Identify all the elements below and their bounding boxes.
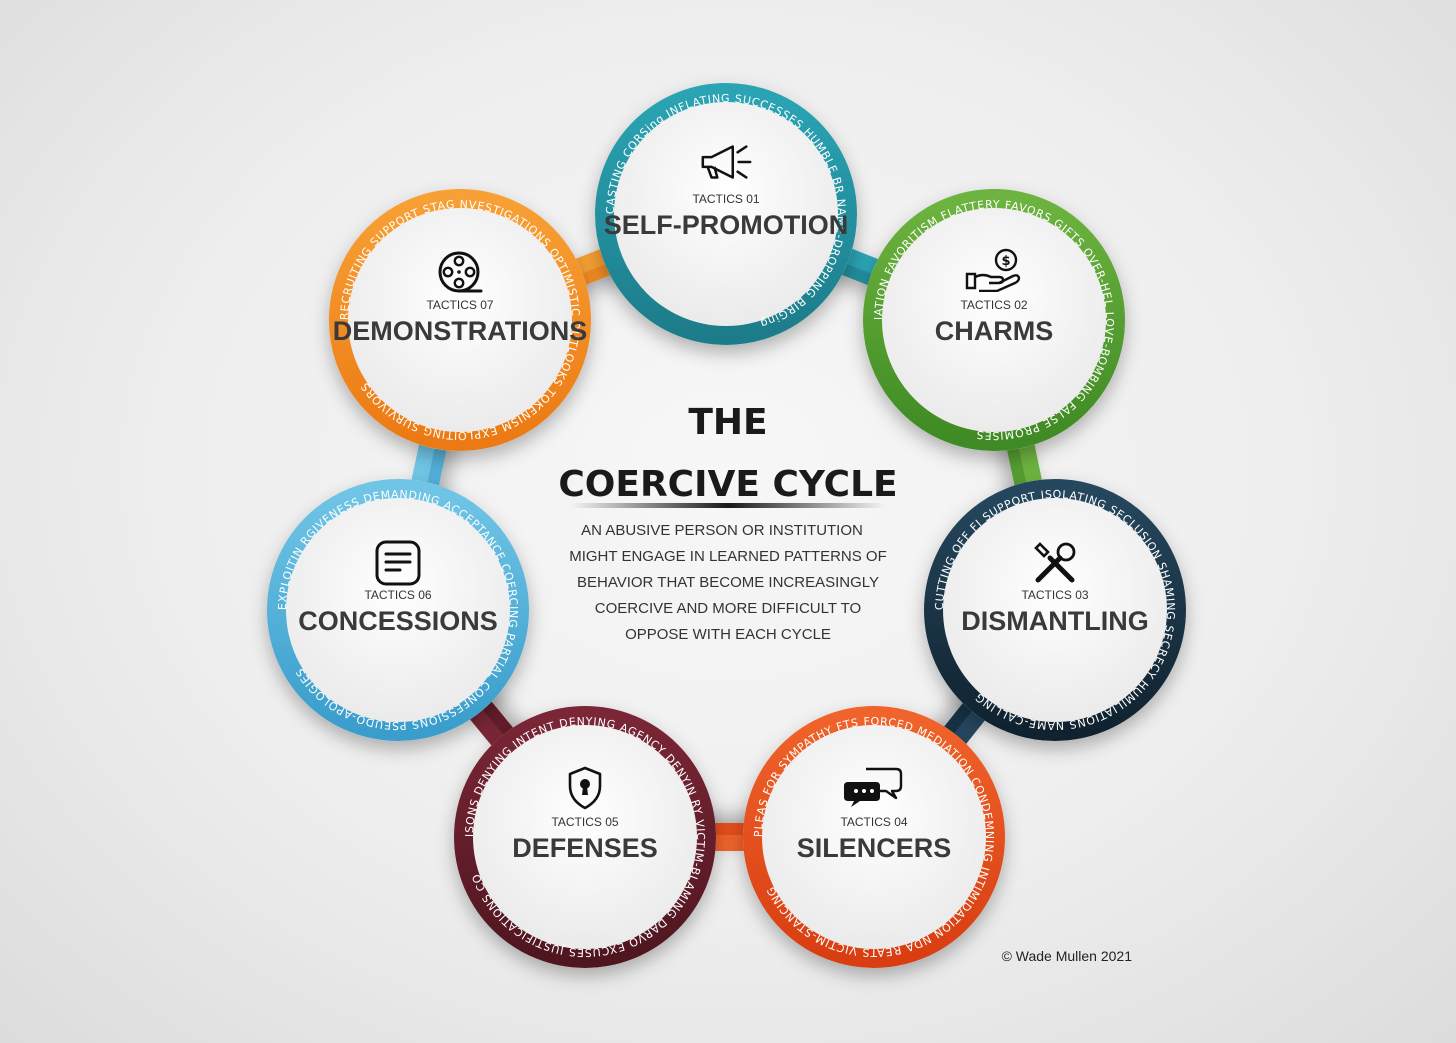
tactic-ring-6: EXPLOITIN RGIVENESS DEMANDING ACCEPTANCE… — [267, 479, 529, 741]
ring-band — [595, 83, 857, 345]
ring-band — [743, 706, 1005, 968]
tactic-ring-2: IATION FAVORITISM FLATTERY FAVORS GIFTS … — [863, 189, 1125, 451]
tactic-ring-4: PLEAS FOR SYMPATHY FTS FORCED MEDIATION … — [743, 706, 1005, 968]
ring-band — [863, 189, 1125, 451]
tactic-label: TACTICS 05 — [551, 815, 618, 829]
description-line-1: AN ABUSIVE PERSON OR INSTITUTION — [581, 522, 863, 539]
tactic-name: DISMANTLING — [961, 606, 1148, 636]
ring-center — [943, 498, 1167, 722]
ring-band — [924, 479, 1186, 741]
ring-center — [614, 102, 838, 326]
ring-band — [267, 479, 529, 741]
title-line-1: THE — [688, 402, 767, 443]
tactic-name: DEFENSES — [512, 833, 658, 863]
ring-center — [473, 725, 697, 949]
title-underline — [570, 503, 886, 508]
tactic-ring-7: RECRUITING SUPPORT STAG NVESTIGATIONS OP… — [329, 189, 591, 451]
tactic-label: TACTICS 03 — [1021, 588, 1088, 602]
description-line-3: BEHAVIOR THAT BECOME INCREASINGLY — [577, 574, 879, 591]
tactic-name: SILENCERS — [797, 833, 952, 863]
ring-center — [286, 498, 510, 722]
copyright-text: © Wade Mullen 2021 — [1002, 948, 1133, 964]
description-line-2: MIGHT ENGAGE IN LEARNED PATTERNS OF — [569, 548, 887, 565]
tactic-rings: CASTING CORSing INFLATING SUCCESSES HUMB… — [267, 83, 1186, 968]
tactic-ring-1: CASTING CORSing INFLATING SUCCESSES HUMB… — [595, 83, 857, 345]
tactic-label: TACTICS 07 — [426, 298, 493, 312]
center-block: THE COERCIVE CYCLE AN ABUSIVE PERSON OR … — [558, 402, 897, 643]
tactic-name: CHARMS — [935, 316, 1054, 346]
tactic-ring-3: CUTTING OFF FI SUPPORT ISOLATING SECLUSI… — [924, 479, 1186, 741]
ring-center — [882, 208, 1106, 432]
tactic-name: SELF-PROMOTION — [604, 210, 849, 240]
tactic-label: TACTICS 06 — [364, 588, 431, 602]
tactic-label: TACTICS 04 — [840, 815, 907, 829]
ring-band — [329, 189, 591, 451]
ring-band — [454, 706, 716, 968]
tactic-name: CONCESSIONS — [298, 606, 498, 636]
ring-center — [762, 725, 986, 949]
description-line-5: OPPOSE WITH EACH CYCLE — [625, 626, 831, 643]
tactic-name: DEMONSTRATIONS — [333, 316, 588, 346]
tactic-label: TACTICS 02 — [960, 298, 1027, 312]
ring-center — [348, 208, 572, 432]
title-line-2: COERCIVE CYCLE — [558, 464, 897, 505]
tactic-label: TACTICS 01 — [692, 192, 759, 206]
description-line-4: COERCIVE AND MORE DIFFICULT TO — [595, 600, 861, 617]
tactic-ring-5: ISONS DENYING INTENT DENYING AGENCY DENY… — [454, 706, 716, 968]
